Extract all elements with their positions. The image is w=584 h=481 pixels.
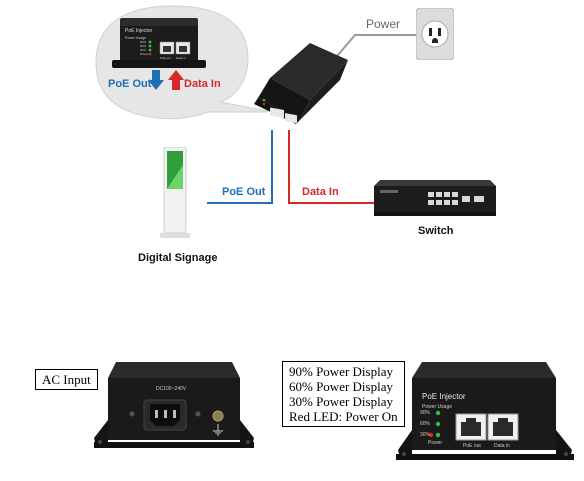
front-device-subtitle: Power Usage [422, 404, 453, 410]
bubble-data-in-label: Data In [184, 78, 221, 90]
led-legend-caption: 90% Power Display 60% Power Display 30% … [282, 361, 405, 427]
poe-out-cable-label: PoE Out [222, 186, 266, 198]
led-power-icon [428, 432, 434, 438]
bubble-led-label-60: 60% [140, 44, 147, 48]
arrow-up-icon [168, 70, 184, 90]
network-switch-device [374, 180, 496, 216]
bubble-poe-out-label: PoE Out [108, 78, 152, 90]
led-90-icon [435, 410, 441, 416]
legend-line-red-led: Red LED: Power On [289, 409, 398, 424]
poe-injector-front [396, 362, 574, 460]
legend-line-60: 60% Power Display [289, 379, 393, 394]
arrow-down-icon [148, 70, 164, 90]
ground-screw-icon [212, 410, 224, 436]
ac-input-caption: AC Input [35, 369, 98, 390]
rj45-data-in-port-icon [487, 413, 519, 441]
iec-socket-icon [143, 399, 187, 431]
front-led-label-power: Power [428, 440, 443, 446]
connection-lines [207, 34, 425, 204]
bubble-device-subtitle: Power Usage [125, 36, 147, 40]
rj45-poe-out-port-icon [455, 413, 487, 441]
legend-line-90: 90% Power Display [289, 364, 393, 379]
ac-input-caption-text: AC Input [42, 372, 91, 387]
digital-signage-device [160, 147, 190, 238]
bubble-led-label-power: Power [140, 52, 149, 56]
front-led-label-30: 30% [420, 432, 431, 438]
ac-input-device-rear [94, 362, 254, 448]
zoom-bubble [95, 5, 268, 120]
power-outlet-icon [416, 8, 454, 60]
bubble-injector [112, 18, 206, 68]
bubble-port-label-poe-out: PoE out [160, 56, 171, 60]
led-60-icon [435, 421, 441, 427]
poe-out-cable [207, 130, 273, 204]
led-30-icon [435, 432, 441, 438]
power-cable [331, 34, 425, 63]
bubble-led-label-30: 30% [140, 48, 147, 52]
front-device-title: PoE Injector [422, 392, 466, 401]
data-in-cable [288, 130, 377, 204]
front-port-label-data-in: Data in [494, 443, 510, 449]
power-label: Power [366, 17, 401, 31]
bubble-led-label-90: 90% [140, 40, 147, 44]
poe-injector-device [254, 43, 348, 124]
bubble-port-label-data-in: Data in [176, 56, 186, 60]
front-port-label-poe-out: PoE out [463, 443, 481, 449]
front-led-label-90: 90% [420, 410, 431, 416]
bubble-device-title: PoE Injector [125, 28, 153, 34]
legend-line-30: 30% Power Display [289, 394, 393, 409]
bubble-arrows [148, 70, 184, 90]
ac-input-spec-label: DC100~240V [156, 386, 187, 392]
signage-label: Digital Signage [138, 252, 218, 264]
front-led-label-60: 60% [420, 421, 431, 427]
switch-label: Switch [418, 225, 454, 237]
data-in-cable-label: Data In [302, 186, 339, 198]
